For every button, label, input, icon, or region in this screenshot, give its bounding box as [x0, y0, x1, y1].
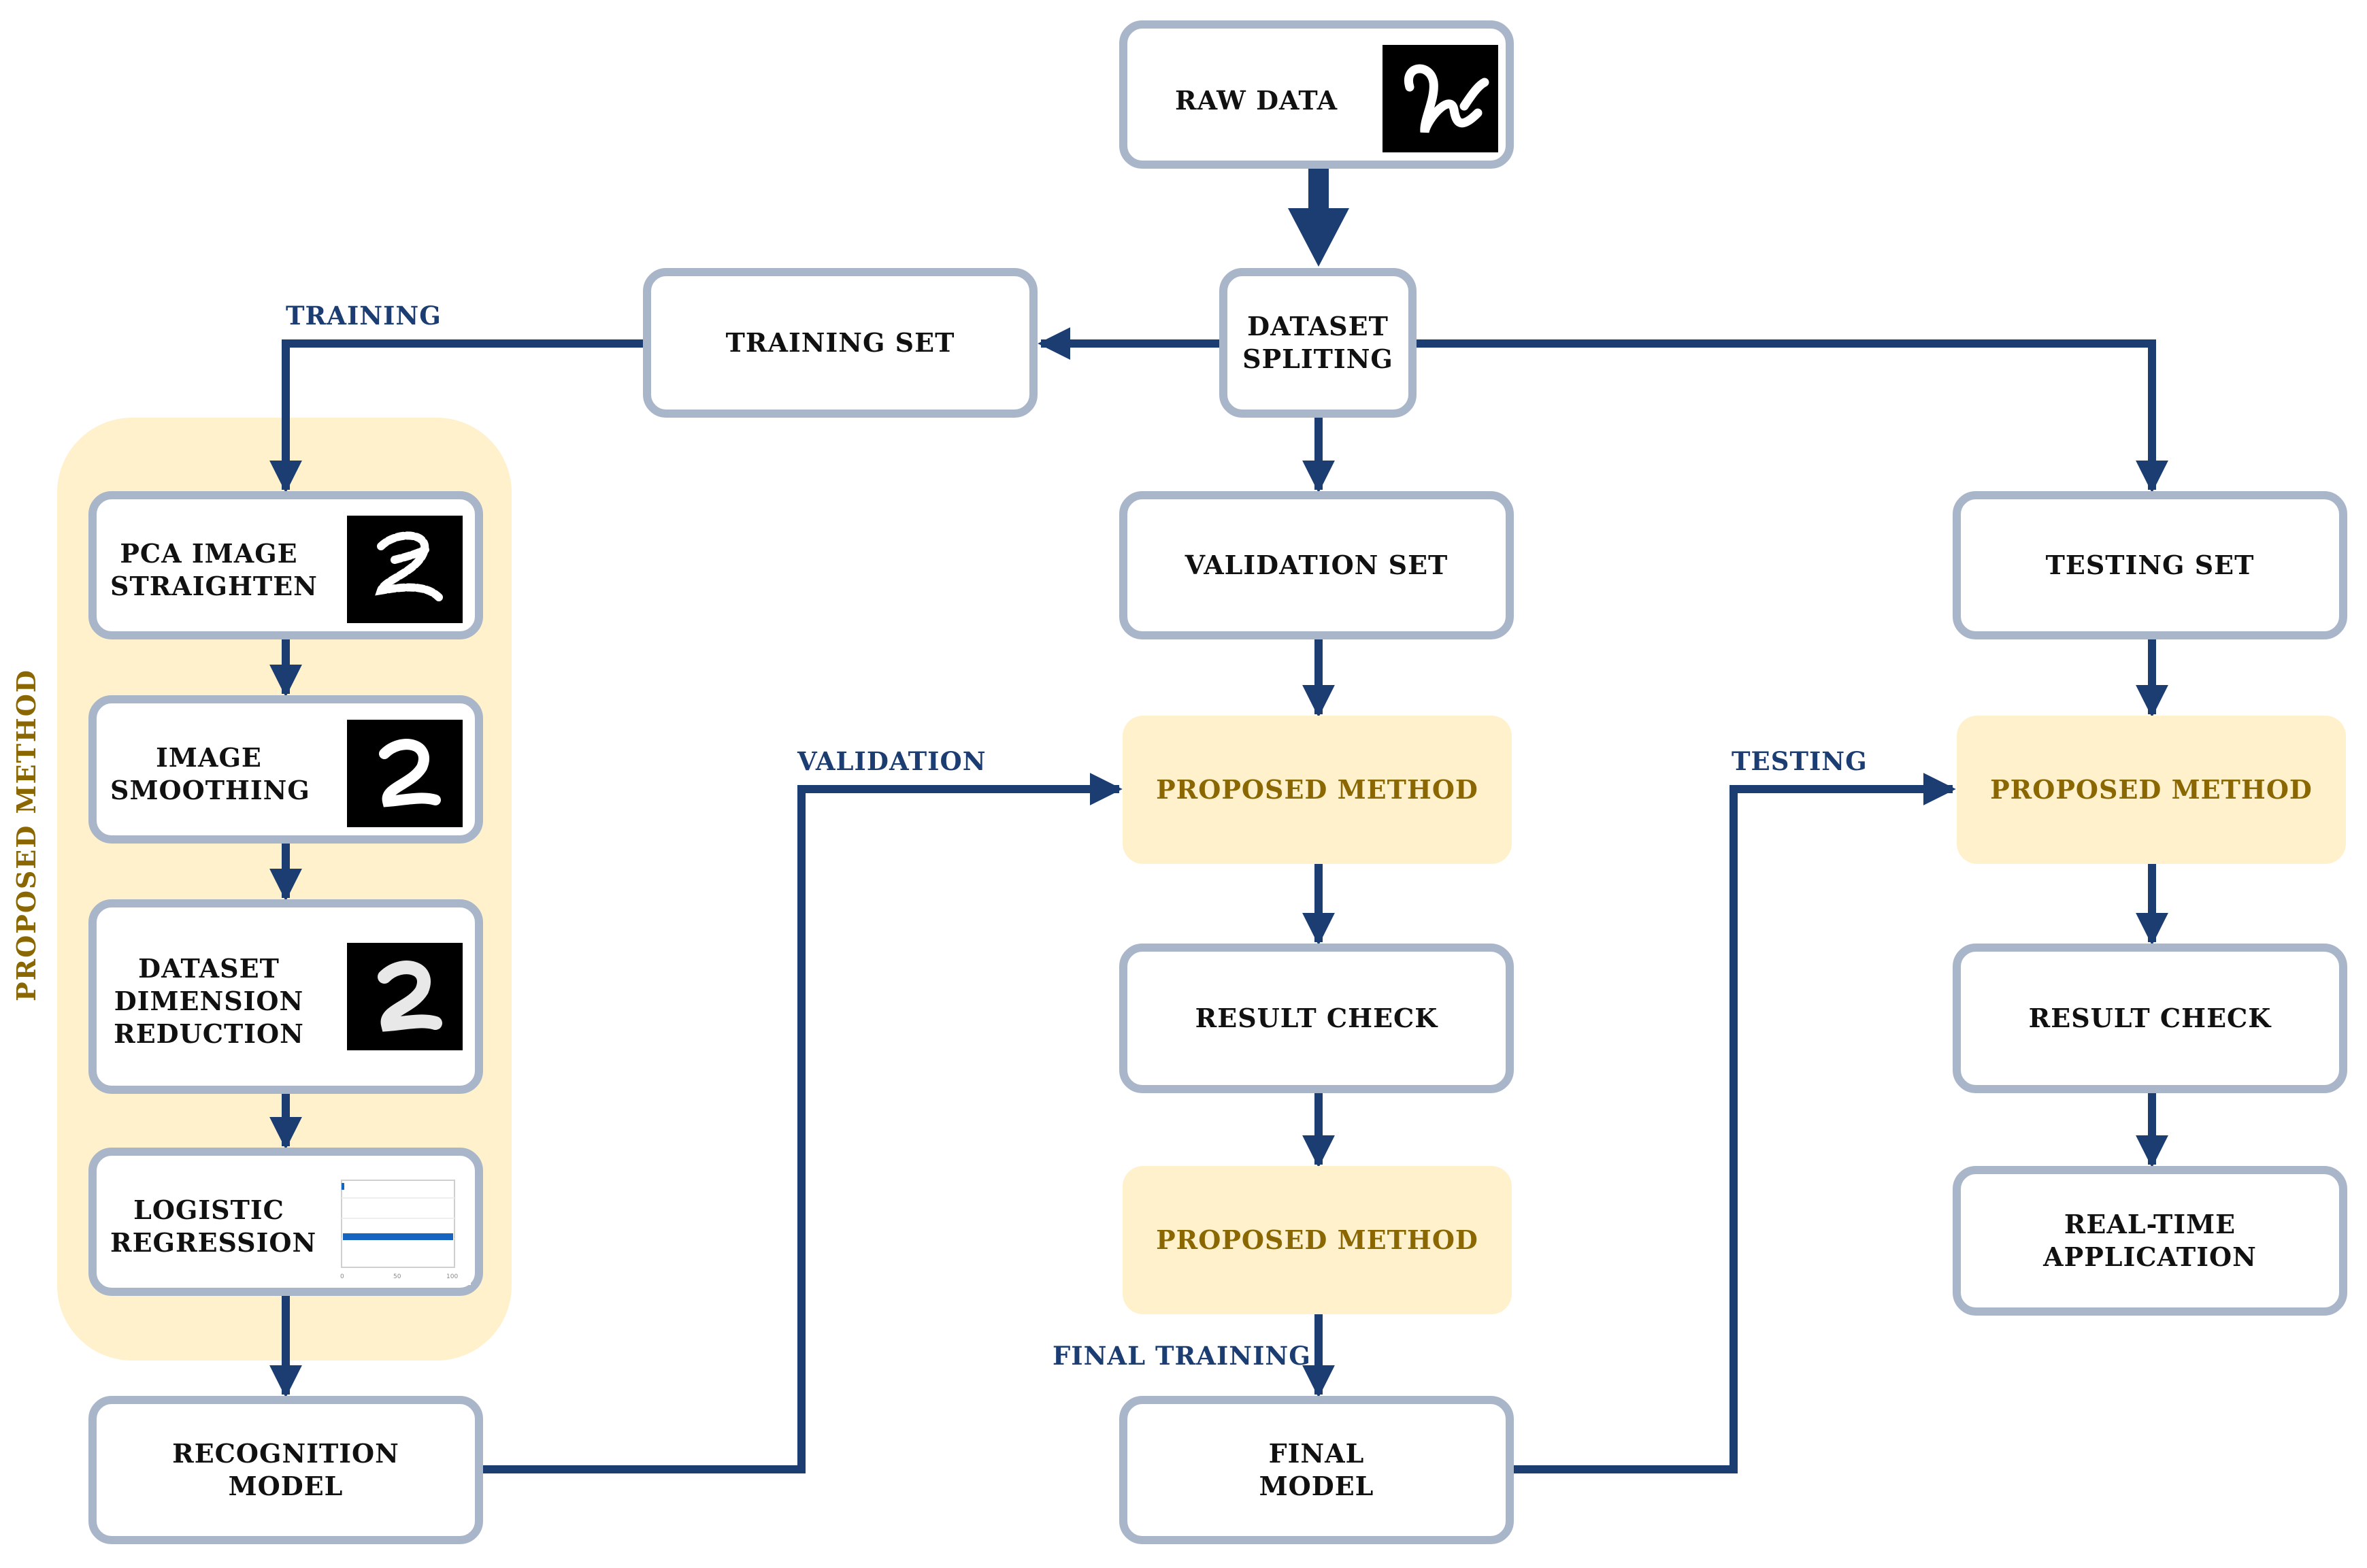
proposed-method-testing-label: PROPOSED METHOD [1990, 774, 2313, 805]
bar-chart-thumbnail-icon: 0 50 100 [335, 1171, 471, 1285]
digit-2-thumbnail-icon [347, 943, 463, 1050]
pca-image-straighten-node: PCA IMAGE STRAIGHTEN [88, 491, 483, 639]
arrow-final-model-to-pm-testing [1510, 773, 1956, 1473]
raw-data-label: RAW DATA [1175, 85, 1338, 116]
digit-2-thumbnail-icon [347, 720, 463, 827]
testing-set-node: TESTING SET [1953, 491, 2347, 639]
edge-label-training: TRAINING [286, 301, 442, 331]
validation-set-node: VALIDATION SET [1119, 491, 1514, 639]
final-model-label: FINAL MODEL [1259, 1438, 1374, 1501]
arrow-split-to-testing [1413, 339, 2168, 493]
proposed-method-testing-node: PROPOSED METHOD [1957, 716, 2346, 864]
result-check-testing-node: RESULT CHECK [1953, 944, 2347, 1093]
edge-label-validation: VALIDATION [797, 746, 987, 776]
real-time-application-label: REAL-TIME APPLICATION [2043, 1209, 2257, 1272]
dataset-dimension-reduction-node: DATASET DIMENSION REDUCTION [88, 899, 483, 1094]
arrow-recognition-to-pm-validation [481, 773, 1123, 1473]
image-smoothing-label: IMAGE SMOOTHING [110, 742, 310, 805]
logistic-regression-node: LOGISTIC REGRESSION 0 50 100 [88, 1148, 483, 1296]
proposed-method-final-node: PROPOSED METHOD [1123, 1166, 1512, 1314]
logistic-regression-label: LOGISTIC REGRESSION [110, 1195, 317, 1258]
edge-label-final-training: FINAL TRAINING [1053, 1341, 1311, 1371]
result-check-validation-label: RESULT CHECK [1195, 1003, 1438, 1033]
arrow-raw-to-split-head [1288, 208, 1349, 267]
training-set-label: TRAINING SET [725, 327, 955, 358]
testing-set-label: TESTING SET [2045, 550, 2255, 580]
pca-image-straighten-label: PCA IMAGE STRAIGHTEN [110, 538, 318, 601]
edge-label-testing: TESTING [1732, 746, 1868, 776]
proposed-method-validation-label: PROPOSED METHOD [1156, 774, 1478, 805]
recognition-model-node: RECOGNITION MODEL [88, 1396, 483, 1544]
dataset-dimension-reduction-label: DATASET DIMENSION REDUCTION [114, 953, 304, 1049]
final-model-node: FINAL MODEL [1119, 1396, 1514, 1544]
digit-2-thumbnail-icon [1383, 45, 1498, 152]
result-check-validation-node: RESULT CHECK [1119, 944, 1514, 1093]
arrow-training-to-pca [269, 339, 643, 493]
svg-text:50: 50 [393, 1273, 401, 1280]
recognition-model-label: RECOGNITION MODEL [172, 1438, 399, 1501]
svg-text:100: 100 [446, 1273, 458, 1280]
proposed-method-validation-node: PROPOSED METHOD [1123, 716, 1512, 864]
raw-data-node: RAW DATA [1119, 20, 1514, 169]
dataset-splitting-node: DATASET SPLITING [1219, 268, 1417, 418]
svg-text:0: 0 [340, 1273, 344, 1280]
proposed-method-final-label: PROPOSED METHOD [1156, 1224, 1478, 1255]
digit-2-thumbnail-icon [347, 516, 463, 623]
image-smoothing-node: IMAGE SMOOTHING [88, 695, 483, 844]
validation-set-label: VALIDATION SET [1185, 550, 1449, 580]
real-time-application-node: REAL-TIME APPLICATION [1953, 1166, 2347, 1316]
result-check-testing-label: RESULT CHECK [2028, 1003, 2272, 1033]
dataset-splitting-label: DATASET SPLITING [1242, 311, 1393, 374]
training-set-node: TRAINING SET [643, 268, 1038, 418]
